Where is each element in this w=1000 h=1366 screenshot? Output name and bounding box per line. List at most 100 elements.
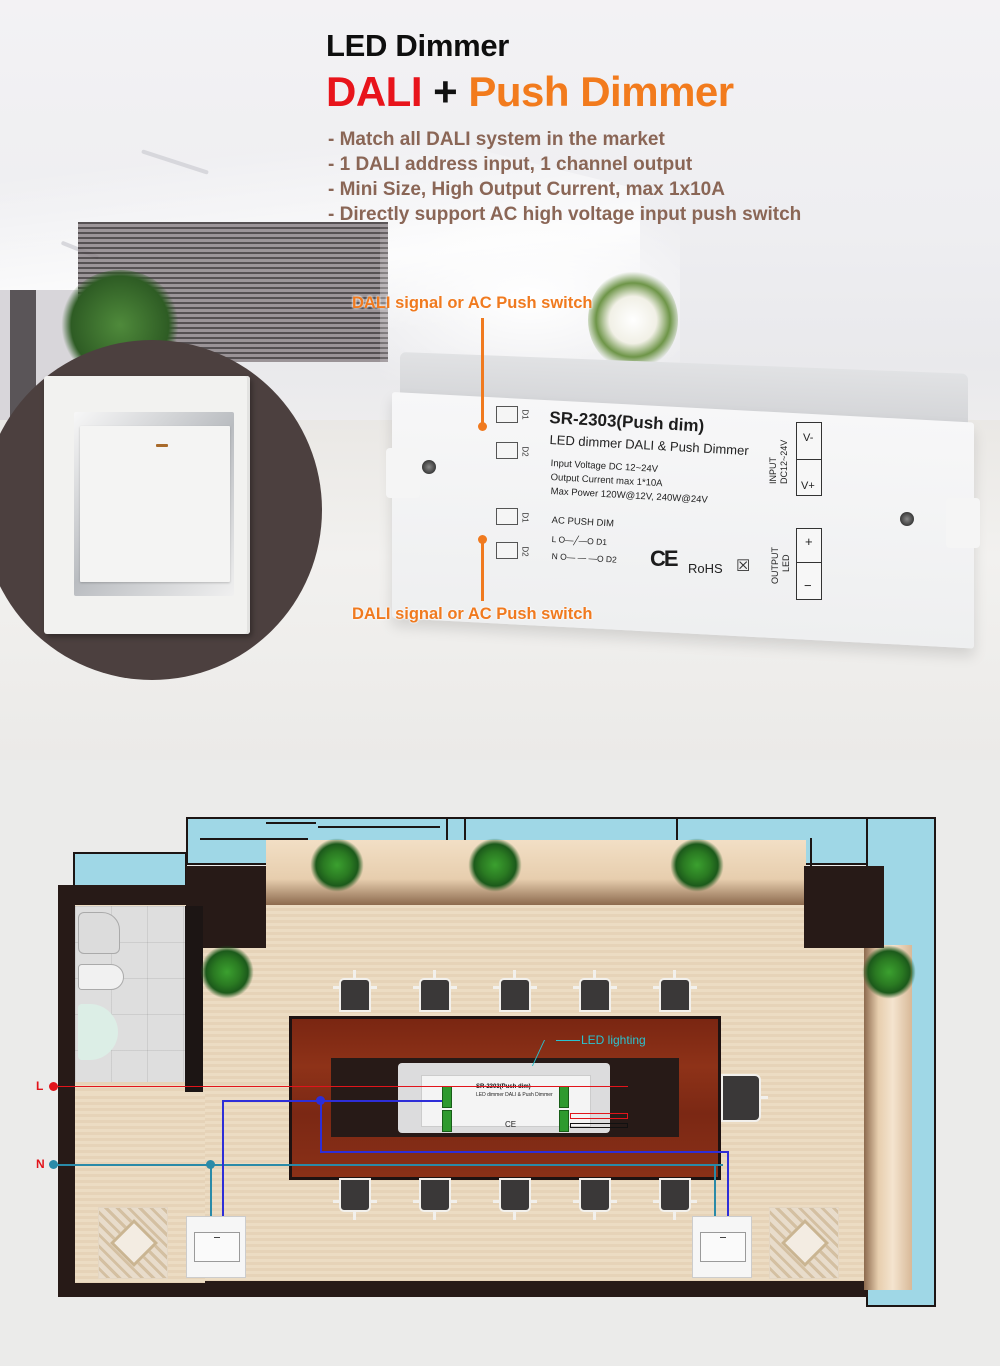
neutral-drop-left — [210, 1164, 212, 1216]
chair — [493, 1178, 537, 1220]
callout-top: DALI signal or AC Push switch — [352, 294, 593, 312]
output-terminal-minus: − — [804, 578, 812, 593]
chair-part — [413, 986, 419, 989]
terminal-d1-bottom — [496, 508, 518, 525]
chair-part — [433, 1211, 436, 1220]
chair-seat — [579, 978, 611, 1012]
output-terminal-block — [796, 528, 822, 600]
wall-push-switch-right[interactable] — [692, 1216, 752, 1278]
feature-item: - Match all DALI system in the market — [328, 129, 665, 150]
led-lighting-label: LED lighting — [581, 1033, 646, 1047]
chair-part — [513, 1211, 516, 1220]
callout-dot-top — [478, 422, 487, 431]
chair-part — [691, 986, 697, 989]
chair-part — [433, 970, 436, 979]
neutral-terminal-dot — [49, 1160, 58, 1169]
signal-drop-left — [222, 1100, 224, 1216]
led-output-wire-negative — [570, 1123, 628, 1128]
chair-part — [371, 1200, 377, 1203]
led-output-wire-positive — [570, 1113, 628, 1119]
signal-drop-right — [727, 1151, 729, 1216]
chair-seat — [339, 1178, 371, 1212]
screw-icon — [900, 512, 914, 526]
chair-part — [333, 986, 339, 989]
chair-part — [593, 1211, 596, 1220]
chair-part — [593, 970, 596, 979]
mini-terminal-left-bottom — [442, 1110, 452, 1132]
feature-list: - Match all DALI system in the market - … — [328, 127, 801, 227]
chair-part — [451, 986, 457, 989]
window-mullion — [318, 826, 440, 828]
chair-part — [531, 986, 537, 989]
chair-part — [759, 1096, 768, 1099]
chair-part — [371, 986, 377, 989]
wall-push-switch-left[interactable] — [186, 1216, 246, 1278]
rug-pattern — [109, 1218, 159, 1268]
chair-part — [691, 1200, 697, 1203]
terminal-d2-bottom — [496, 542, 518, 559]
mini-terminal-left-top — [442, 1086, 452, 1108]
chair-part — [573, 986, 579, 989]
subtitle-dali: DALI — [326, 68, 423, 115]
chair-part — [653, 1200, 659, 1203]
window-mullion — [200, 838, 308, 840]
chair-part — [573, 1200, 579, 1203]
chair — [413, 1178, 457, 1220]
plant-icon — [468, 838, 522, 892]
subtitle-push-dimmer: Push Dimmer — [468, 68, 734, 115]
chair-part — [451, 1200, 457, 1203]
mounting-tab-left — [386, 448, 420, 498]
terminal-label: D2 — [520, 446, 530, 457]
rug-pattern — [780, 1218, 830, 1268]
ce-mark: CE — [650, 546, 679, 571]
chair-part — [653, 986, 659, 989]
feature-item: - 1 DALI address input, 1 channel output — [328, 154, 693, 175]
chair-part — [493, 1200, 499, 1203]
chair-seat — [499, 978, 531, 1012]
chair — [493, 970, 537, 1012]
terminal-label: D1 — [520, 409, 530, 420]
input-terminal-v-minus: V- — [803, 432, 814, 444]
feature-item: - Directly support AC high voltage input… — [328, 204, 802, 225]
terminal-d2-top — [496, 442, 518, 459]
chair-part — [493, 986, 499, 989]
mini-terminal-right-top — [559, 1086, 569, 1108]
chair — [573, 1178, 617, 1220]
terminal-label: D1 — [520, 512, 530, 523]
subtitle-plus: + — [433, 68, 458, 115]
push-switch-rocker — [80, 426, 230, 582]
callout-bottom: DALI signal or AC Push switch — [352, 605, 593, 623]
switch-indicator — [214, 1237, 220, 1238]
plant-icon — [862, 945, 916, 999]
terminal-d1-top — [496, 406, 518, 423]
neutral-label: N — [36, 1157, 45, 1171]
live-wire — [53, 1086, 628, 1088]
callout-line-bottom — [481, 539, 484, 601]
plant-icon — [200, 945, 254, 999]
mini-terminal-right-bottom — [559, 1110, 569, 1132]
flower-vase — [588, 270, 678, 370]
page-subtitle: DALI + Push Dimmer — [326, 68, 734, 116]
mini-ce-mark: CE — [505, 1120, 517, 1129]
live-label: L — [36, 1079, 44, 1093]
output-label: OUTPUT — [770, 547, 780, 584]
terminal-divider — [796, 459, 822, 461]
page-title: LED Dimmer — [326, 28, 510, 63]
chair-seat — [499, 1178, 531, 1212]
window-mullion — [810, 838, 812, 868]
chair-seat — [659, 978, 691, 1012]
floor-rug-left — [98, 1207, 168, 1279]
chair — [653, 970, 697, 1012]
chair-head — [721, 1068, 768, 1128]
shower-tray — [78, 912, 120, 954]
chair-part — [333, 1200, 339, 1203]
chair-seat — [419, 1178, 451, 1212]
led-label-leader — [556, 1040, 580, 1041]
neutral-wire — [53, 1164, 723, 1166]
input-label: INPUT — [768, 457, 778, 484]
feature-item: - Mini Size, High Output Current, max 1x… — [328, 179, 725, 200]
neutral-drop-right — [714, 1164, 716, 1216]
chair-seat — [419, 978, 451, 1012]
window-mullion — [266, 822, 316, 824]
output-terminal-plus: + — [805, 534, 813, 549]
